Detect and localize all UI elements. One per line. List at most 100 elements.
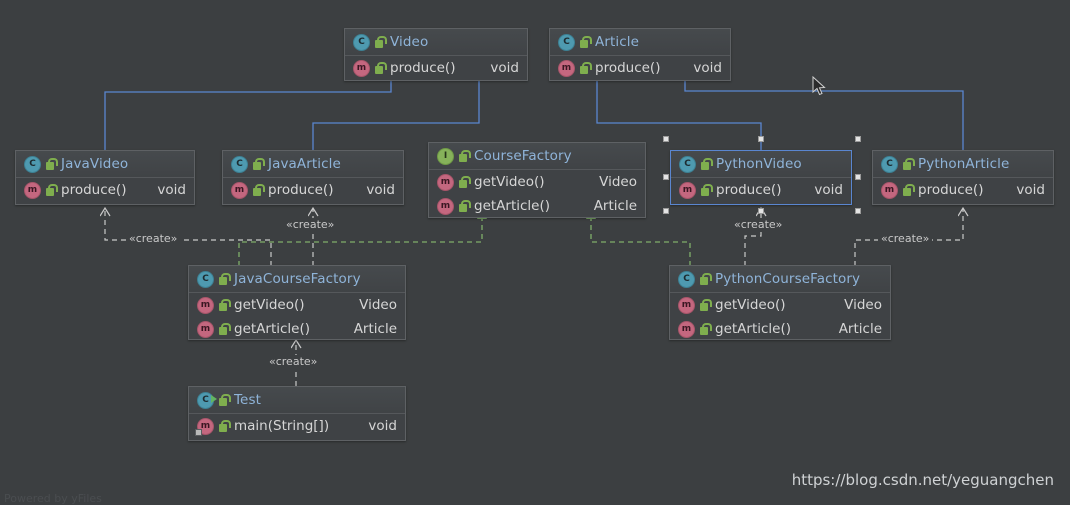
visibility-public-icon	[579, 36, 592, 48]
visibility-public-icon	[579, 62, 592, 74]
member-row[interactable]: m produce() void	[873, 178, 1053, 202]
visibility-public-icon	[218, 299, 231, 311]
visibility-public-icon	[699, 299, 712, 311]
method-icon: m	[881, 181, 898, 199]
uml-class-article[interactable]: C Article m produce() void	[549, 28, 731, 81]
class-name: Video	[390, 34, 429, 50]
member-type: void	[693, 60, 722, 76]
uml-class-pythoncoursefactory[interactable]: C PythonCourseFactory m getVideo() Video…	[669, 265, 891, 340]
member-row[interactable]: m getVideo() Video	[670, 293, 890, 317]
member-type: Article	[353, 321, 397, 337]
class-name: Article	[595, 34, 640, 50]
member-row[interactable]: m produce() void	[345, 56, 527, 80]
node-header-video: C Video	[345, 29, 527, 56]
method-icon: m	[679, 181, 696, 199]
uml-class-javaarticle[interactable]: C JavaArticle m produce() void	[222, 150, 404, 205]
member-type: Article	[593, 198, 637, 214]
node-header-coursefactory: I CourseFactory	[429, 143, 645, 170]
class-icon: C	[881, 155, 898, 173]
selection-handle-top-right[interactable]	[855, 136, 861, 142]
visibility-public-icon	[458, 200, 471, 212]
class-name: JavaArticle	[268, 156, 341, 172]
member-row[interactable]: m produce() void	[671, 178, 851, 202]
member-type: Video	[844, 297, 882, 313]
member-name: produce()	[716, 182, 782, 198]
class-name: PythonVideo	[716, 156, 802, 172]
visibility-public-icon	[902, 158, 915, 170]
member-type: Video	[359, 297, 397, 313]
class-icon: C	[678, 270, 695, 288]
edge-label-javavideo-create: «create»	[126, 232, 181, 245]
edge-pythoncoursefactory-creates-pythonvideo	[744, 208, 761, 266]
uml-class-javavideo[interactable]: C JavaVideo m produce() void	[15, 150, 195, 205]
member-row[interactable]: m getVideo() Video	[189, 293, 405, 317]
uml-class-javacoursefactory[interactable]: C JavaCourseFactory m getVideo() Video m…	[188, 265, 406, 340]
member-row[interactable]: m getVideo() Video	[429, 170, 645, 194]
member-type: void	[368, 418, 397, 434]
member-name: produce()	[268, 182, 334, 198]
method-icon: m	[231, 181, 248, 199]
member-name: getArticle()	[474, 198, 551, 214]
node-header-pythonvideo: C PythonVideo	[671, 151, 851, 178]
runnable-class-icon: C	[197, 391, 217, 409]
visibility-public-icon	[374, 36, 387, 48]
member-row[interactable]: m produce() void	[16, 178, 194, 202]
class-icon: C	[679, 155, 696, 173]
member-name: produce()	[595, 60, 661, 76]
visibility-public-icon	[902, 184, 915, 196]
member-name: produce()	[61, 182, 127, 198]
method-icon: m	[437, 173, 454, 191]
class-name: PythonCourseFactory	[715, 271, 861, 287]
selection-handle-top-left[interactable]	[663, 136, 669, 142]
member-type: void	[366, 182, 395, 198]
class-name: CourseFactory	[474, 148, 572, 164]
class-name: PythonArticle	[918, 156, 1010, 172]
method-icon: m	[24, 181, 41, 199]
uml-interface-coursefactory[interactable]: I CourseFactory m getVideo() Video m get…	[428, 142, 646, 218]
member-name: getVideo()	[715, 297, 786, 313]
member-row[interactable]: m getArticle() Article	[670, 317, 890, 341]
member-row[interactable]: m produce() void	[223, 178, 403, 202]
method-icon: m	[353, 59, 370, 77]
selection-handle-middle-left[interactable]	[663, 174, 669, 180]
selection-handle-bottom-center[interactable]	[758, 208, 764, 214]
uml-class-pythonarticle[interactable]: C PythonArticle m produce() void	[872, 150, 1054, 205]
edge-javacoursefactory-implements-coursefactory	[238, 208, 487, 266]
method-icon: m	[678, 320, 695, 338]
selection-handle-bottom-left[interactable]	[663, 208, 669, 214]
member-row[interactable]: m main(String[]) void	[189, 414, 405, 438]
node-header-javaarticle: C JavaArticle	[223, 151, 403, 178]
uml-class-pythonvideo[interactable]: C PythonVideo m produce() void	[670, 150, 852, 205]
member-name: getVideo()	[234, 297, 305, 313]
visibility-public-icon	[45, 158, 58, 170]
method-icon: m	[197, 320, 214, 338]
edge-pythonvideo-extends-article	[592, 62, 762, 150]
visibility-public-icon	[458, 176, 471, 188]
selection-handle-top-center[interactable]	[758, 136, 764, 142]
node-header-pythonarticle: C PythonArticle	[873, 151, 1053, 178]
yfiles-credit: Powered by yFiles	[4, 492, 102, 505]
member-row[interactable]: m produce() void	[550, 56, 730, 80]
class-name: Test	[234, 392, 261, 408]
selection-handle-bottom-right[interactable]	[855, 208, 861, 214]
member-row[interactable]: m getArticle() Article	[189, 317, 405, 341]
class-icon: C	[353, 33, 370, 51]
watermark-url: https://blog.csdn.net/yeguangchen	[791, 471, 1054, 489]
uml-class-video[interactable]: C Video m produce() void	[344, 28, 528, 81]
selection-handle-middle-right[interactable]	[855, 174, 861, 180]
member-name: produce()	[918, 182, 984, 198]
member-name: produce()	[390, 60, 456, 76]
edge-label-test-create: «create»	[266, 355, 321, 368]
edge-pythoncoursefactory-implements-coursefactory	[586, 208, 691, 266]
node-header-javacoursefactory: C JavaCourseFactory	[189, 266, 405, 293]
member-row[interactable]: m getArticle() Article	[429, 194, 645, 218]
member-name: getArticle()	[715, 321, 792, 337]
method-icon: m	[678, 296, 695, 314]
edge-label-pythonarticle-create: «create»	[878, 232, 933, 245]
method-icon: m	[197, 296, 214, 314]
visibility-public-icon	[218, 394, 231, 406]
uml-class-test[interactable]: C Test m main(String[]) void	[188, 386, 406, 441]
member-type: void	[157, 182, 186, 198]
